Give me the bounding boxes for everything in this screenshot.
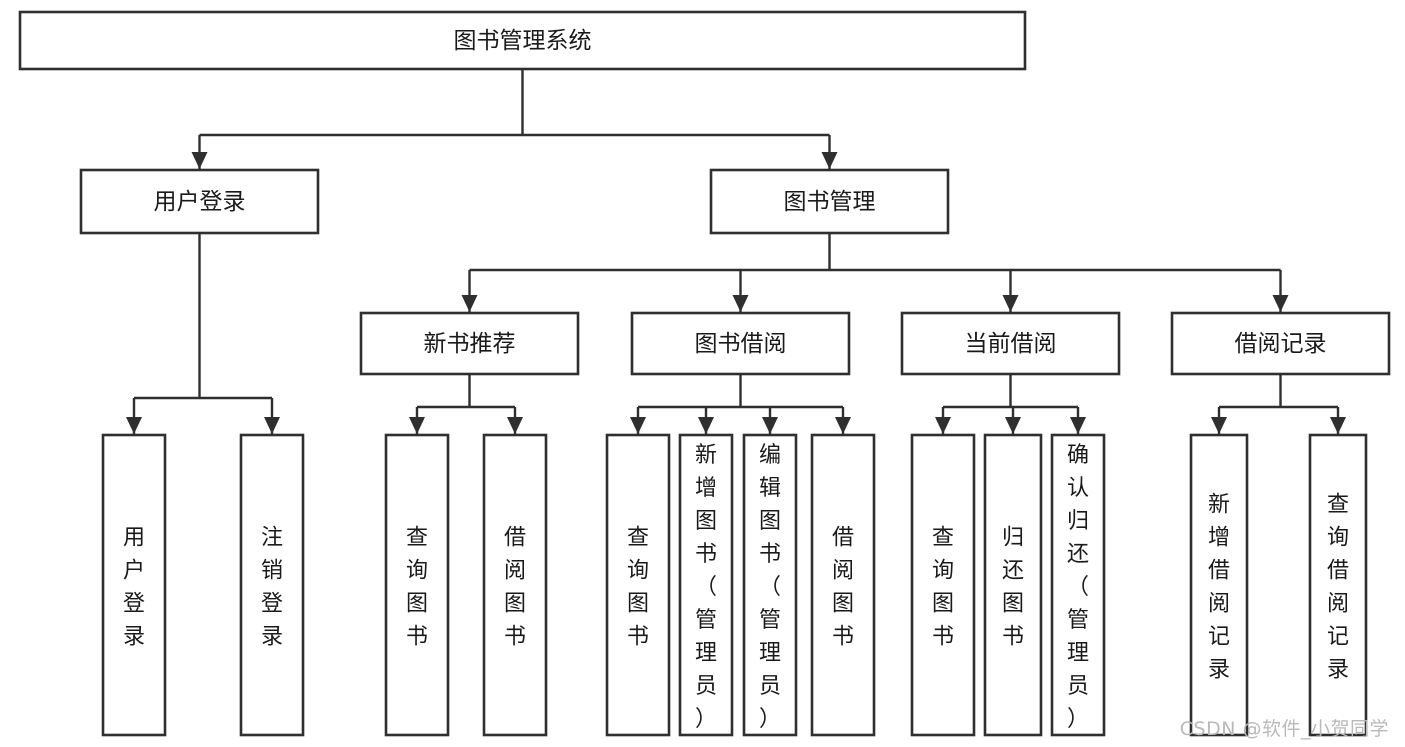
- node-leaf-borrow-book-recommend[interactable]: 借阅图书: [482, 433, 548, 737]
- node-box-book-borrow: [630, 311, 851, 376]
- node-label-leaf-edit-book: 编辑图书（管理员）: [759, 443, 781, 732]
- node-current-borrow[interactable]: 当前借阅: [900, 311, 1121, 376]
- node-box-leaf-edit-book: [742, 433, 798, 737]
- node-box-leaf-query-book-borrow: [605, 433, 671, 737]
- node-layer: 图书管理系统用户登录图书管理新书推荐图书借阅当前借阅借阅记录用户登录注销登录查询…: [18, 10, 1391, 737]
- node-label-book-borrow: 图书借阅: [695, 331, 787, 357]
- arrow-head-icon-user-login-0: [126, 417, 142, 434]
- node-box-leaf-add-borrow-record: [1189, 433, 1249, 737]
- node-label-leaf-add-borrow-record: 新增借阅记录: [1208, 493, 1230, 683]
- node-leaf-add-book[interactable]: 新增图书（管理员）: [678, 433, 734, 737]
- node-label-leaf-user-login: 用户登录: [123, 526, 145, 650]
- arrow-head-icon-new-book-recommend-0: [409, 417, 425, 434]
- node-box-leaf-borrow-book-recommend: [482, 433, 548, 737]
- node-box-leaf-return-book: [983, 433, 1043, 737]
- arrow-head-icon-root-1: [821, 152, 838, 169]
- node-root[interactable]: 图书管理系统: [18, 10, 1027, 71]
- node-box-leaf-borrow-book: [810, 433, 876, 737]
- arrow-head-icon-borrow-record-0: [1211, 417, 1227, 434]
- arrow-head-icon-borrow-record-1: [1330, 417, 1346, 434]
- csdn-watermark: CSDN @软件_小贺同学: [1179, 718, 1389, 740]
- node-leaf-query-book-borrow[interactable]: 查询图书: [605, 433, 671, 737]
- node-box-borrow-record: [1170, 311, 1391, 376]
- arrow-head-icon-new-book-recommend-1: [507, 417, 523, 434]
- node-leaf-query-book-recommend[interactable]: 查询图书: [384, 433, 450, 737]
- arrow-head-icon-book-borrow-3: [835, 417, 851, 434]
- node-label-leaf-query-book-recommend: 查询图书: [406, 526, 428, 650]
- node-label-book-management: 图书管理: [784, 189, 876, 215]
- arrow-head-icon-book-borrow-0: [630, 417, 646, 434]
- node-box-leaf-query-book-current: [910, 433, 976, 737]
- arrow-head-icon-book-management-1: [732, 295, 749, 312]
- connector-layer: [126, 69, 1346, 434]
- node-box-leaf-logout: [239, 433, 305, 737]
- node-label-user-login: 用户登录: [154, 189, 246, 215]
- node-leaf-query-book-current[interactable]: 查询图书: [910, 433, 976, 737]
- arrow-head-icon-book-borrow-2: [762, 417, 778, 434]
- node-box-leaf-add-book: [678, 433, 734, 737]
- arrow-head-icon-book-management-3: [1272, 295, 1289, 312]
- arrow-head-icon-root-0: [191, 152, 208, 169]
- node-box-leaf-query-book-recommend: [384, 433, 450, 737]
- arrow-head-icon-book-management-2: [1002, 295, 1019, 312]
- node-box-leaf-user-login: [101, 433, 167, 737]
- node-label-leaf-add-book: 新增图书（管理员）: [695, 443, 717, 732]
- arrow-head-icon-current-borrow-0: [935, 417, 951, 434]
- node-label-leaf-borrow-book: 借阅图书: [832, 526, 854, 650]
- arrow-head-icon-book-management-0: [461, 295, 478, 312]
- node-box-book-management: [709, 168, 950, 235]
- node-label-leaf-confirm-return: 确认归还（管理员）: [1067, 443, 1089, 732]
- node-borrow-record[interactable]: 借阅记录: [1170, 311, 1391, 376]
- node-label-leaf-return-book: 归还图书: [1002, 526, 1024, 650]
- node-leaf-confirm-return[interactable]: 确认归还（管理员）: [1050, 433, 1106, 737]
- arrow-head-icon-user-login-1: [264, 417, 280, 434]
- arrow-head-icon-book-borrow-1: [698, 417, 714, 434]
- node-label-leaf-logout: 注销登录: [261, 526, 283, 650]
- node-new-book-recommend[interactable]: 新书推荐: [359, 311, 580, 376]
- node-leaf-edit-book[interactable]: 编辑图书（管理员）: [742, 433, 798, 737]
- node-label-root: 图书管理系统: [454, 28, 592, 54]
- arrow-head-icon-current-borrow-2: [1070, 417, 1086, 434]
- arrow-head-icon-current-borrow-1: [1005, 417, 1021, 434]
- node-leaf-user-login[interactable]: 用户登录: [101, 433, 167, 737]
- node-leaf-logout[interactable]: 注销登录: [239, 433, 305, 737]
- node-label-leaf-query-book-borrow: 查询图书: [627, 526, 649, 650]
- node-leaf-add-borrow-record[interactable]: 新增借阅记录: [1189, 433, 1249, 737]
- node-label-borrow-record: 借阅记录: [1235, 331, 1327, 357]
- node-label-leaf-query-book-current: 查询图书: [932, 526, 954, 650]
- node-label-new-book-recommend: 新书推荐: [424, 331, 516, 357]
- node-box-leaf-query-borrow-record: [1308, 433, 1368, 737]
- node-label-leaf-borrow-book-recommend: 借阅图书: [504, 526, 526, 650]
- node-box-root: [18, 10, 1027, 71]
- node-box-user-login: [79, 168, 320, 235]
- node-book-management[interactable]: 图书管理: [709, 168, 950, 235]
- node-box-new-book-recommend: [359, 311, 580, 376]
- node-label-current-borrow: 当前借阅: [965, 331, 1057, 357]
- node-leaf-borrow-book[interactable]: 借阅图书: [810, 433, 876, 737]
- node-leaf-query-borrow-record[interactable]: 查询借阅记录: [1308, 433, 1368, 737]
- node-book-borrow[interactable]: 图书借阅: [630, 311, 851, 376]
- node-label-leaf-query-borrow-record: 查询借阅记录: [1327, 493, 1349, 683]
- node-box-leaf-confirm-return: [1050, 433, 1106, 737]
- node-user-login[interactable]: 用户登录: [79, 168, 320, 235]
- node-leaf-return-book[interactable]: 归还图书: [983, 433, 1043, 737]
- node-box-current-borrow: [900, 311, 1121, 376]
